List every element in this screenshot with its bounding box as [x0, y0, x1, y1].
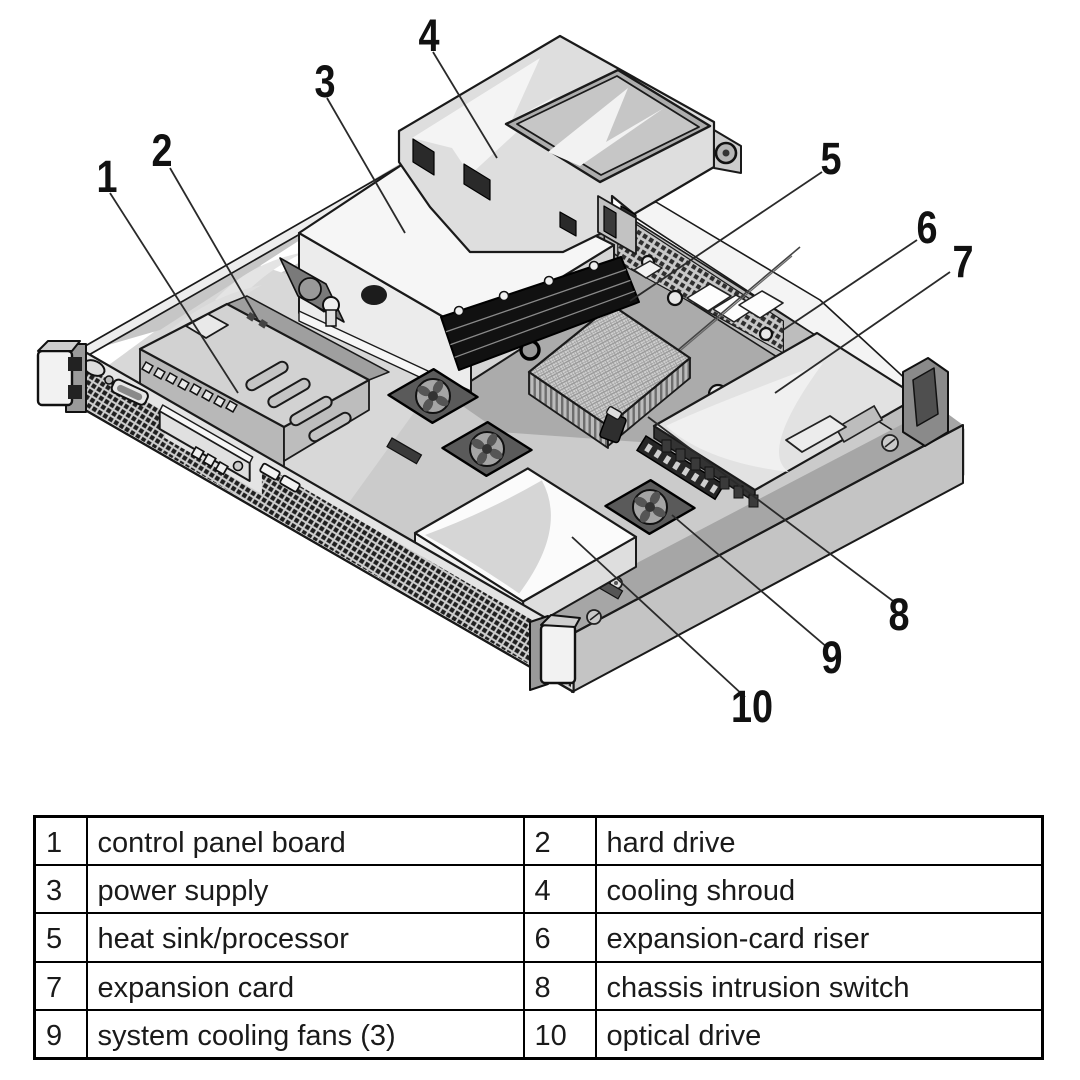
- svg-text:8: 8: [888, 589, 909, 640]
- svg-text:1: 1: [96, 151, 117, 202]
- svg-text:2: 2: [151, 125, 172, 176]
- svg-text:5: 5: [820, 133, 841, 184]
- svg-text:3: 3: [314, 56, 335, 107]
- svg-text:4: 4: [418, 10, 439, 61]
- svg-text:9: 9: [821, 632, 842, 683]
- svg-text:6: 6: [916, 202, 937, 253]
- svg-text:10: 10: [731, 681, 773, 732]
- svg-text:7: 7: [952, 236, 973, 287]
